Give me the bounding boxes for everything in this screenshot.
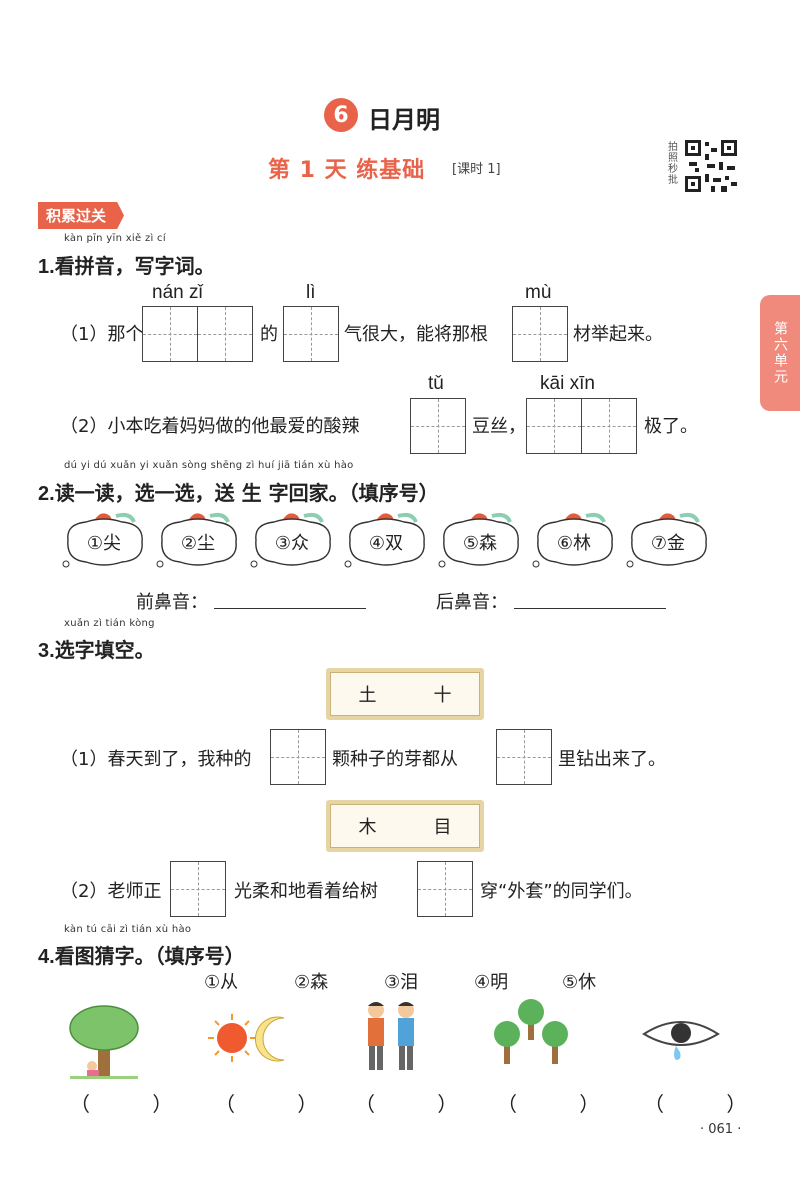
period-label: [课时 1] — [452, 162, 501, 177]
q3-2-suffix: 穿“外套”的同学们。 — [480, 881, 643, 902]
q3-2-answer-box-a[interactable] — [170, 861, 226, 917]
q3-1-prefix: （1）春天到了，我种的 — [60, 749, 252, 770]
cloud-icon — [344, 512, 425, 568]
board2-char-b: 目 — [433, 817, 452, 838]
word-cloud-item: ②尘 — [154, 510, 242, 572]
cloud-word: ②尘 — [180, 533, 216, 554]
word-cloud-item: ④双 — [342, 510, 430, 572]
cloud-icon — [250, 512, 331, 568]
cloud-word: ⑤森 — [462, 533, 498, 554]
q1-title: 看拼音，写字词。 — [54, 254, 215, 278]
q3-1-suffix: 里钻出来了。 — [558, 749, 666, 770]
section-tag: 积累过关 — [38, 202, 125, 229]
page-number: · 061 · — [700, 1122, 742, 1137]
q4-option-4: ④明 — [474, 972, 509, 993]
front-nasal-blank[interactable] — [214, 608, 366, 609]
q1-pinyin: kàn pīn yīn xiě zì cí — [64, 233, 166, 244]
cloud-icon — [532, 512, 613, 568]
board1-char-b: 十 — [433, 685, 452, 706]
word-board-2: 木 目 — [326, 800, 484, 852]
qr-label: 拍照秒批 — [668, 142, 678, 186]
q4-answer-3[interactable]: （ ） — [355, 1092, 486, 1116]
cloud-word: ⑥林 — [556, 533, 592, 554]
q3-1-answer-box-b[interactable] — [496, 729, 552, 785]
two-people-icon — [356, 998, 428, 1082]
q3-1-mid: 颗种子的芽都从 — [332, 749, 458, 770]
word-cloud-row: ①尖 ②尘 ③众 ④双 ⑤森 ⑥林 ⑦金 — [60, 510, 720, 576]
q4-pinyin: kàn tú cāi zì tián xù hào — [64, 924, 192, 935]
q2-title: 读一读，选一选，送 生 字回家。（填序号） — [54, 481, 439, 505]
three-trees-icon — [490, 996, 572, 1072]
sun-and-moon-icon — [206, 1010, 298, 1070]
q2-number: 2. — [38, 483, 55, 505]
board1-char-a: 土 — [358, 685, 377, 706]
cloud-icon — [62, 512, 143, 568]
q4-option-5: ⑤休 — [562, 972, 597, 993]
lesson-title: 日月明 — [368, 106, 440, 134]
q1-1-pinyin-c: mù — [525, 282, 552, 303]
q1-2-prefix: （2）小本吃着妈妈做的他最爱的酸辣 — [60, 416, 360, 437]
q3-1-answer-box-a[interactable] — [270, 729, 326, 785]
cloud-icon — [156, 512, 237, 568]
q1-number: 1. — [38, 256, 55, 278]
q1-2-answer-box-b[interactable] — [526, 398, 637, 454]
q1-1-prefix: （1）那个 — [60, 324, 144, 345]
day-title: 第 1 天 练基础 — [268, 158, 426, 183]
q1-1-pinyin-b: lì — [306, 282, 316, 303]
cloud-word: ④双 — [368, 533, 404, 554]
q1-1-text2: 气很大，能将那根 — [344, 324, 488, 345]
q4-answer-2[interactable]: （ ） — [215, 1092, 346, 1116]
q1-1-mid: 的 — [260, 324, 278, 345]
q1-1-answer-box-a[interactable] — [142, 306, 253, 362]
q4-title: 看图猜字。（填序号） — [54, 944, 245, 968]
front-nasal-label: 前鼻音： — [136, 592, 208, 613]
cloud-word: ③众 — [274, 533, 310, 554]
q3-pinyin: xuǎn zì tián kòng — [64, 618, 155, 629]
person-under-tree-icon — [64, 1000, 144, 1084]
word-cloud-item: ③众 — [248, 510, 336, 572]
q1-1-answer-box-c[interactable] — [512, 306, 568, 362]
q1-1-suffix: 材举起来。 — [573, 324, 663, 345]
unit-side-tab[interactable]: 第六单元 — [760, 295, 800, 411]
board2-char-a: 木 — [358, 817, 377, 838]
unit-number-badge: 6 — [324, 98, 358, 132]
cloud-word: ⑦金 — [650, 533, 686, 554]
back-nasal-blank[interactable] — [514, 608, 666, 609]
q4-option-2: ②森 — [294, 972, 329, 993]
eye-with-tear-icon — [640, 1016, 722, 1068]
back-nasal-label: 后鼻音： — [436, 592, 508, 613]
cloud-icon — [626, 512, 707, 568]
q1-2-suffix: 极了。 — [644, 416, 698, 437]
q3-2-answer-box-b[interactable] — [417, 861, 473, 917]
q1-2-pinyin-b: kāi xīn — [540, 373, 595, 394]
q3-2-prefix: （2）老师正 — [60, 881, 162, 902]
q4-option-1: ①从 — [204, 972, 239, 993]
q3-number: 3. — [38, 640, 55, 662]
q2-pinyin: dú yi dú xuǎn yi xuǎn sòng shēng zì huí … — [64, 460, 354, 471]
q4-answer-4[interactable]: （ ） — [497, 1092, 628, 1116]
q3-2-mid: 光柔和地看着给树 — [234, 881, 378, 902]
word-cloud-item: ①尖 — [60, 510, 148, 572]
q1-2-answer-box-a[interactable] — [410, 398, 466, 454]
qr-code-icon[interactable] — [683, 138, 739, 198]
word-board-1: 土 十 — [326, 668, 484, 720]
word-cloud-item: ⑤森 — [436, 510, 524, 572]
q1-1-answer-box-b[interactable] — [283, 306, 339, 362]
q3-title: 选字填空。 — [54, 638, 155, 662]
q4-answer-1[interactable]: （ ） — [70, 1092, 201, 1116]
word-cloud-item: ⑥林 — [530, 510, 618, 572]
word-cloud-item: ⑦金 — [624, 510, 712, 572]
q1-2-pinyin-a: tǔ — [428, 373, 444, 394]
cloud-word: ①尖 — [86, 533, 122, 554]
q4-number: 4. — [38, 946, 55, 968]
cloud-icon — [438, 512, 519, 568]
q4-option-3: ③泪 — [384, 972, 419, 993]
q4-answer-5[interactable]: （ ） — [644, 1092, 775, 1116]
q1-2-mid: 豆丝， — [472, 416, 526, 437]
q1-1-pinyin-a: nán zǐ — [152, 282, 203, 303]
